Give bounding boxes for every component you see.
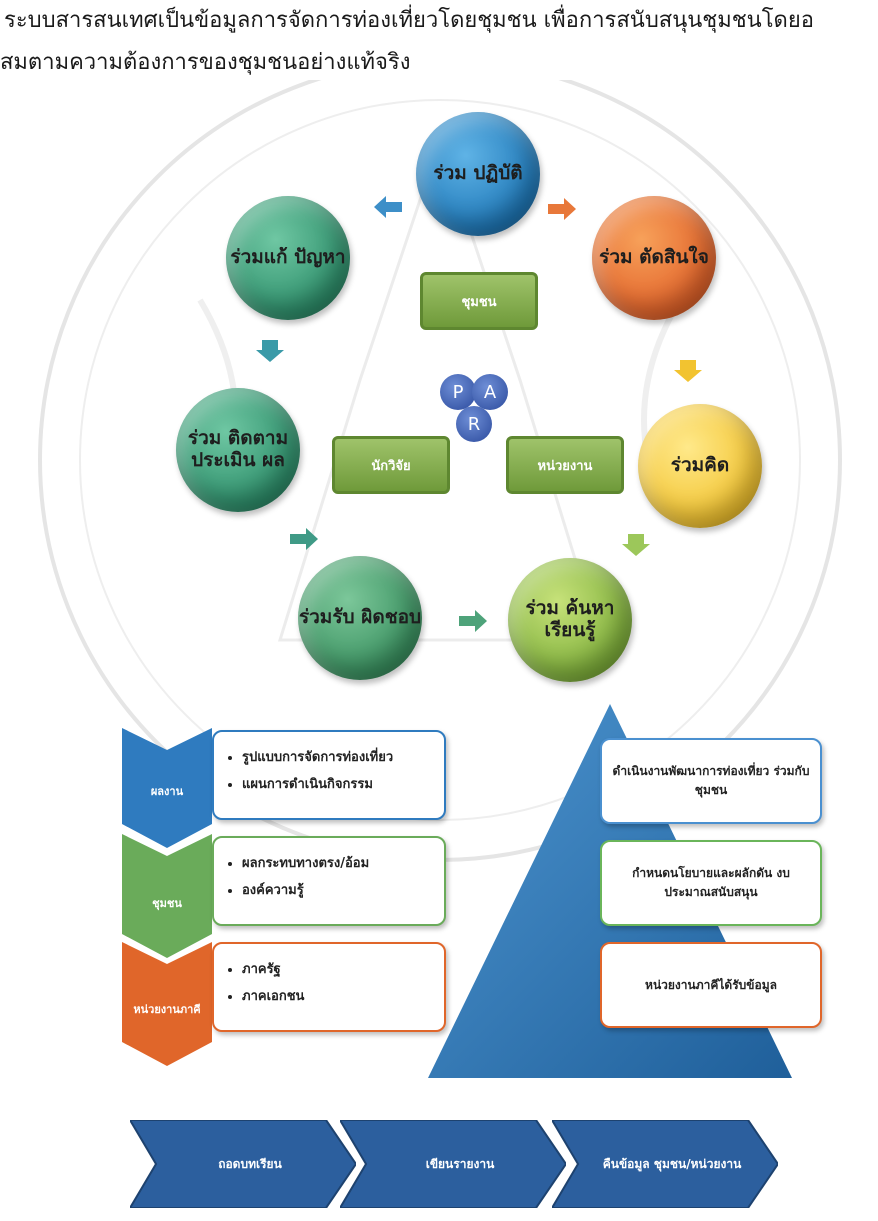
- outcome-item: รูปแบบการจัดการท่องเที่ยว: [242, 746, 444, 767]
- arrow-down-teal-icon: [256, 340, 284, 362]
- partners-item: ภาครัฐ: [242, 958, 444, 979]
- flow-label-2: เขียนรายงาน: [425, 1156, 495, 1171]
- outcome-box: รูปแบบการจัดการท่องเที่ยว แผนการดำเนินกิ…: [212, 730, 446, 820]
- chevron-partners: [122, 942, 212, 1066]
- flow-step-1: [130, 1120, 356, 1208]
- chevron-label-outcome: ผลงาน: [150, 785, 184, 798]
- outcome-item: แผนการดำเนินกิจกรรม: [242, 773, 444, 794]
- cycle-circle-bottom-left: ร่วมรับ ผิดชอบ: [298, 556, 422, 680]
- arrow-left-icon: [374, 196, 402, 218]
- chevron-outcome: [122, 728, 212, 848]
- center-box-left: นักวิจัย: [332, 436, 450, 494]
- chevron-label-partners: หน่วยงานภาคี: [133, 1003, 201, 1016]
- cycle-circle-bottom-right: ร่วม ค้นหา เรียนรู้: [508, 558, 632, 682]
- pyramid-box-top: ดำเนินงานพัฒนาการท่องเที่ยว ร่วมกับชุมชน: [600, 738, 822, 824]
- cycle-circle-top: ร่วม ปฏิบัติ: [416, 112, 540, 236]
- chevron-community: [122, 834, 212, 958]
- flow-step-2: [340, 1120, 566, 1208]
- arrow-diag-icon: [290, 528, 318, 550]
- flow-label-3: คืนข้อมูล ชุมชน/หน่วยงาน: [602, 1156, 742, 1171]
- par-p-badge: P: [440, 374, 476, 410]
- partners-item: ภาคเอกชน: [242, 985, 444, 1006]
- pyramid-box-middle: กำหนดนโยบายและผลักดัน งบประมาณสนับสนุน: [600, 840, 822, 926]
- arrow-down-icon: [674, 360, 702, 382]
- chevron-label-community: ชุมชน: [152, 897, 182, 910]
- center-box-right: หน่วยงาน: [506, 436, 624, 494]
- arrow-down-left-icon: [622, 534, 650, 556]
- community-item: องค์ความรู้: [242, 879, 444, 900]
- par-a-badge: A: [472, 374, 508, 410]
- cycle-circle-right: ร่วมคิด: [638, 404, 762, 528]
- community-item: ผลกระทบทางตรง/อ้อม: [242, 852, 444, 873]
- pyramid-box-bottom: หน่วยงานภาคีได้รับข้อมูล: [600, 942, 822, 1028]
- intro-line-2: สมตามความต้องการของชุมชนอย่างแท้จริง: [0, 50, 411, 75]
- flow-step-3: [552, 1120, 778, 1208]
- cycle-circle-left: ร่วม ติดตาม ประเมิน ผล: [176, 388, 300, 512]
- cycle-circle-left-top: ร่วมแก้ ปัญหา: [226, 196, 350, 320]
- intro-line-1: ระบบสารสนเทศเป็นข้อมูลการจัดการท่องเที่ย…: [4, 8, 814, 33]
- partners-box: ภาครัฐ ภาคเอกชน: [212, 942, 446, 1032]
- cycle-circle-right-top: ร่วม ตัดสินใจ: [592, 196, 716, 320]
- community-box: ผลกระทบทางตรง/อ้อม องค์ความรู้: [212, 836, 446, 926]
- flow-label-1: ถอดบทเรียน: [218, 1156, 282, 1171]
- arrow-right-green-icon: [459, 610, 487, 632]
- arrow-right-icon: [548, 198, 576, 220]
- par-r-badge: R: [456, 406, 492, 442]
- center-box-top: ชุมชน: [420, 272, 538, 330]
